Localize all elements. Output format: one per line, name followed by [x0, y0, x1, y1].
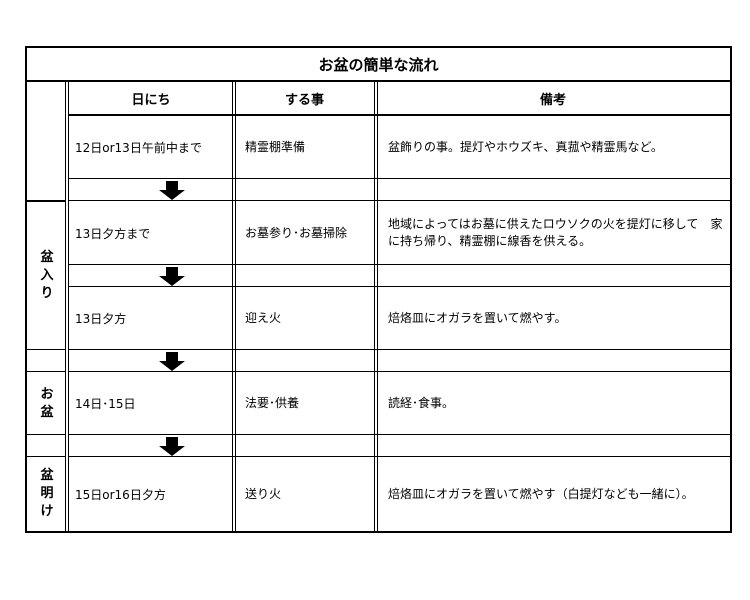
row2-note: 地域によってはお墓に供えたロウソクの火を提灯に移して 家に持ち帰り、精霊棚に線香… — [388, 217, 723, 248]
row1-date: 12日or13日午前中まで — [75, 140, 202, 155]
down-arrow-icon — [159, 352, 185, 371]
row4-note: 読経･食事。 — [388, 396, 455, 410]
obon-flow-table: お盆の簡単な流れ 日にち する事 備考 12日or13日午前中まで 精霊棚準備 … — [25, 46, 732, 533]
header-date: 日にち — [131, 93, 171, 108]
row3-task: 迎え火 — [245, 310, 282, 325]
row5-note: 焙烙皿にオガラを置いて燃やす（白提灯なども一緒に）。 — [388, 486, 694, 501]
row2-task: お墓参り･お墓掃除 — [245, 225, 348, 240]
table-title: お盆の簡単な流れ — [27, 48, 730, 82]
row1-note: 盆飾りの事。提灯やホウズキ、真菰や精霊馬など。 — [388, 139, 663, 154]
phase-bon-iri: 盆 入 り — [40, 250, 54, 301]
row4-date: 14日･15日 — [75, 397, 136, 411]
row5-task: 送り火 — [245, 486, 282, 501]
row4-task: 法要･供養 — [245, 396, 300, 410]
down-arrow-icon — [159, 267, 185, 286]
phase-obon: お 盆 — [40, 386, 54, 420]
down-arrow-icon — [159, 181, 185, 200]
down-arrow-icon — [159, 437, 185, 456]
row5-date: 15日or16日夕方 — [75, 487, 166, 502]
row3-note: 焙烙皿にオガラを置いて燃やす。 — [388, 310, 567, 325]
phase-bon-ake: 盆 明 け — [40, 468, 54, 519]
header-note: 備考 — [539, 93, 566, 108]
row1-task: 精霊棚準備 — [245, 139, 306, 154]
header-task: する事 — [284, 93, 324, 108]
row3-date: 13日夕方 — [75, 311, 127, 326]
row2-date: 13日夕方まで — [75, 226, 151, 241]
